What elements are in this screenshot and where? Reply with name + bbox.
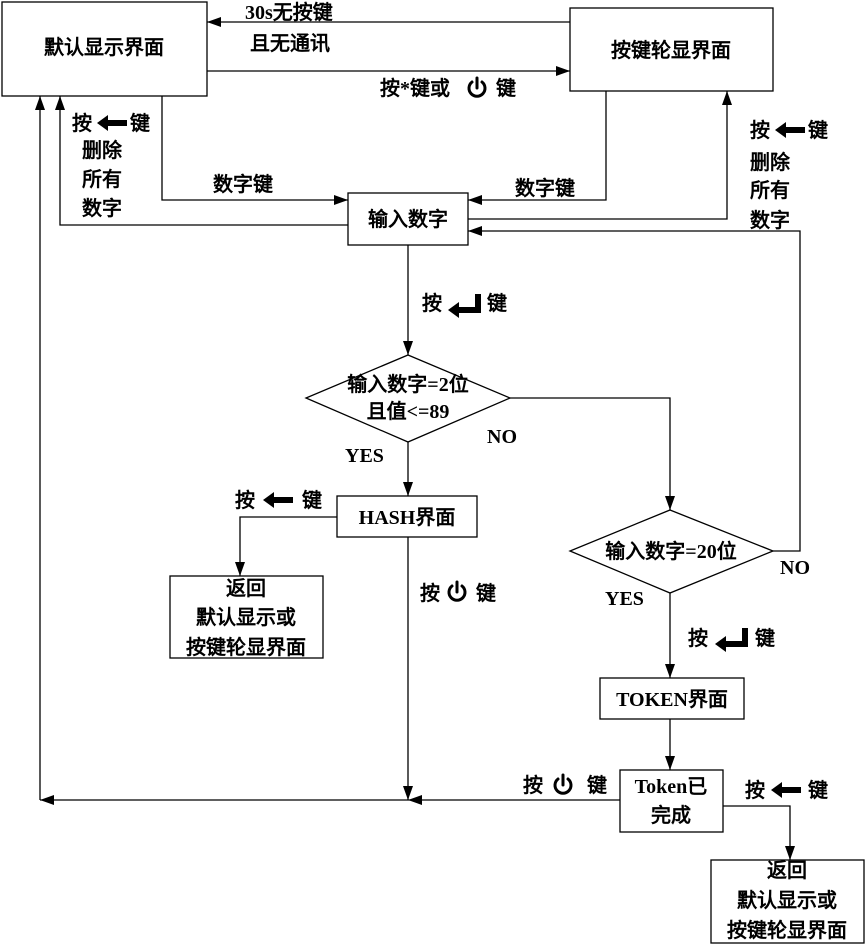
node-token-done-line: Token已	[635, 776, 708, 798]
edge-label-digit-keys: 数字键	[213, 172, 273, 196]
node-return-from-hash-line: 返回	[226, 577, 266, 600]
enter-icon	[448, 294, 481, 318]
edge-label-prefix: 按	[420, 581, 440, 605]
edge-label-prefix: 按	[688, 626, 708, 650]
edge-label-suffix: 键	[808, 778, 828, 802]
power-icon	[449, 582, 465, 600]
node-default-display-label: 默认显示界面	[44, 35, 164, 59]
node-return-from-hash-line: 按键轮显界面	[186, 635, 306, 659]
edge-label-delete-line: 删除	[82, 138, 123, 162]
edge-label-delete-line: 数字	[82, 196, 122, 220]
edge-label-delete-line: 数字	[750, 208, 790, 232]
power-icon	[555, 775, 571, 793]
edge-label-prefix: 按	[72, 111, 92, 135]
decision-two-digits-line: 且值<=89	[367, 399, 450, 423]
node-input-digits-label: 输入数字	[368, 207, 448, 231]
edge-label-digit-keys: 数字键	[515, 176, 575, 200]
edge-label-suffix: 键	[487, 291, 507, 315]
edge-label-delete-line: 所有	[750, 178, 790, 202]
edge-label-suffix: 键	[808, 118, 828, 142]
node-hash-screen-label: HASH界面	[359, 506, 456, 529]
decision-two-digits	[306, 355, 510, 442]
arrow-check-twenty-no	[468, 231, 800, 551]
edge-label-prefix: 按	[523, 773, 543, 797]
edge-label-timeout: 30s无按键	[245, 0, 333, 24]
edge-label-prefix: 按	[750, 118, 770, 142]
edge-label-prefix: 按*键或	[380, 76, 450, 100]
arrow-check-two-no	[510, 398, 670, 510]
edge-label-yes: YES	[605, 588, 644, 610]
edge-label-suffix: 键	[476, 581, 496, 605]
decision-twenty-digits-label: 输入数字=20位	[605, 539, 736, 563]
edge-label-suffix: 键	[496, 76, 516, 100]
edge-label-yes: YES	[345, 445, 384, 467]
arrow-token-done-to-return	[723, 806, 790, 860]
edge-label-timeout: 且无通讯	[250, 32, 330, 55]
backspace-arrow-icon	[97, 115, 127, 131]
node-return-from-token-line: 按键轮显界面	[727, 918, 847, 942]
node-return-from-hash-line: 默认显示或	[196, 605, 296, 629]
edge-label-suffix: 键	[302, 488, 322, 512]
node-token-screen-label: TOKEN界面	[616, 688, 728, 711]
edge-label-delete-line: 所有	[82, 167, 122, 191]
node-return-from-token-line: 返回	[767, 859, 807, 882]
edge-label-suffix: 键	[130, 111, 150, 135]
edge-label-no: NO	[780, 557, 810, 579]
power-icon	[469, 78, 485, 96]
edge-label-delete-line: 删除	[750, 150, 791, 174]
backspace-arrow-icon	[775, 122, 805, 138]
node-key-cycle-display-label: 按键轮显界面	[611, 38, 731, 62]
edge-label-prefix: 按	[745, 778, 765, 802]
edge-label-prefix: 按	[422, 291, 442, 315]
edge-label-suffix: 键	[755, 626, 775, 650]
arrow-hash-to-return	[240, 517, 337, 576]
enter-icon	[715, 628, 748, 652]
backspace-arrow-icon	[263, 492, 293, 508]
node-token-done-line: 完成	[651, 803, 691, 827]
edge-label-suffix: 键	[587, 773, 607, 797]
edge-label-no: NO	[487, 426, 517, 448]
backspace-arrow-icon	[771, 782, 801, 798]
decision-two-digits-line: 输入数字=2位	[347, 372, 468, 396]
edge-label-prefix: 按	[235, 488, 255, 512]
node-return-from-token-line: 默认显示或	[737, 888, 837, 912]
